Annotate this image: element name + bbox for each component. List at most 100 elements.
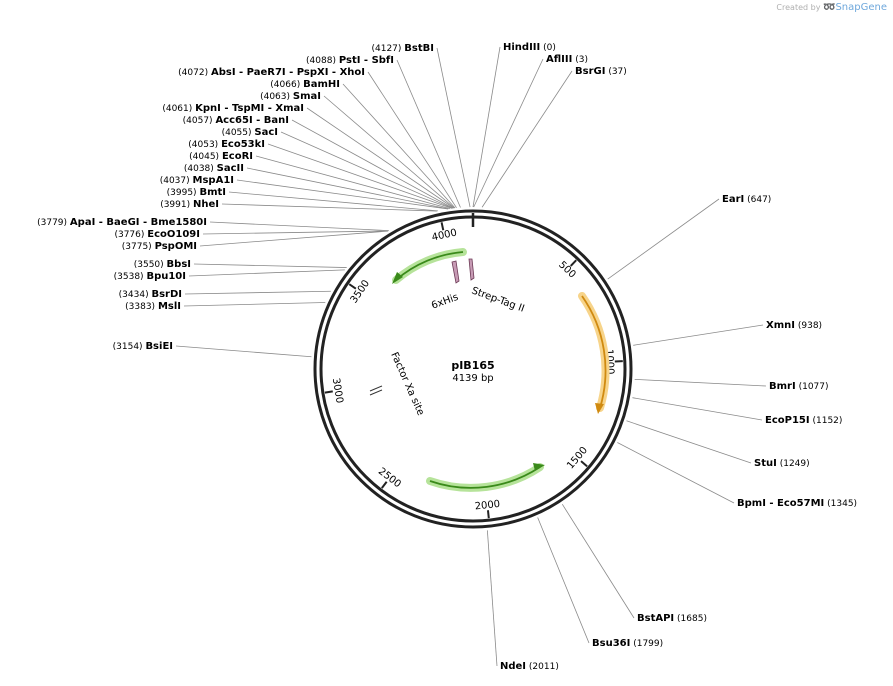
tick-label-1500: 1500 bbox=[565, 445, 590, 472]
site-label-bamhi: (4066) BamHI bbox=[270, 79, 340, 90]
site-line-stui bbox=[626, 420, 752, 464]
site-position: (3776) bbox=[114, 230, 144, 240]
site-name-eari: EarI bbox=[722, 194, 744, 205]
plasmid-name: pIB165 bbox=[451, 359, 494, 372]
site-name-xhoi: - XhoI bbox=[328, 67, 365, 78]
site-line-bstbi bbox=[436, 47, 471, 208]
snapgene-watermark: Created by ➿SnapGene bbox=[776, 2, 887, 13]
site-position: (4127) bbox=[371, 44, 401, 54]
tick-label-2000: 2000 bbox=[474, 499, 500, 513]
site-name-psti: PstI bbox=[339, 55, 361, 66]
site-line-bpmi bbox=[617, 442, 735, 504]
feature-label-6xhis: 6xHis bbox=[430, 292, 460, 312]
site-position: (4038) bbox=[184, 164, 214, 174]
site-position: (3434) bbox=[119, 290, 149, 300]
feature-6xhis-glyph bbox=[451, 260, 460, 284]
site-position: (1685) bbox=[677, 614, 707, 624]
site-label-pspomi: (3775) PspOMI bbox=[122, 241, 197, 252]
arrow-feature-right bbox=[578, 292, 610, 412]
site-label-xmni: XmnI (938) bbox=[766, 320, 822, 331]
site-label-msli: (3383) MslI bbox=[125, 301, 181, 312]
site-label-ecori: (4045) EcoRI bbox=[189, 151, 253, 162]
site-label-bstapi: BstAPI (1685) bbox=[637, 613, 707, 624]
site-line-bsrdi bbox=[184, 290, 331, 295]
site-position: (4088) bbox=[306, 56, 336, 66]
site-position: (938) bbox=[798, 321, 822, 331]
site-name-ndei: NdeI bbox=[500, 661, 526, 672]
site-name-bbsi: BbsI bbox=[167, 259, 191, 270]
feature-label-strep-tag: Strep-Tag II bbox=[470, 285, 526, 314]
site-position: (4057) bbox=[183, 116, 213, 126]
tick-label-2500: 2500 bbox=[376, 466, 403, 490]
site-position: (4055) bbox=[222, 128, 252, 138]
site-name-hindiii: HindIII bbox=[503, 42, 540, 53]
site-name-ecoo109i: EcoO109I bbox=[147, 229, 200, 240]
site-position: (3550) bbox=[134, 260, 164, 270]
tick-label-3000: 3000 bbox=[330, 377, 345, 404]
site-line-bsiei bbox=[175, 345, 312, 358]
site-label-hindiii: HindIII (0) bbox=[503, 42, 556, 53]
site-line-bmti bbox=[228, 191, 438, 212]
site-name-acc65i: Acc65I bbox=[215, 115, 252, 126]
site-name-kpni: KpnI bbox=[195, 103, 221, 114]
site-position: (3538) bbox=[114, 272, 144, 282]
site-position: (1799) bbox=[633, 639, 663, 649]
tick-mark-2500 bbox=[381, 481, 388, 489]
site-line-bamhi bbox=[342, 83, 456, 209]
tick-mark-1500 bbox=[580, 460, 588, 468]
site-name-sbfi: - SbfI bbox=[360, 55, 394, 66]
site-name-afliii: AflIII bbox=[546, 54, 572, 65]
site-line-ndei bbox=[486, 530, 498, 667]
site-position: (1077) bbox=[799, 382, 829, 392]
site-line-bstapi bbox=[561, 503, 635, 619]
tick-label-3500: 3500 bbox=[349, 278, 372, 305]
site-line-hindiii bbox=[472, 46, 501, 208]
site-line-bsrgi bbox=[481, 70, 573, 208]
site-label-afliii: AflIII (3) bbox=[546, 54, 588, 65]
site-name-bsiei: BsiEI bbox=[145, 341, 173, 352]
factor-xa-mark-2 bbox=[369, 389, 383, 396]
factor-xa-mark-1 bbox=[369, 385, 383, 392]
site-position: (4045) bbox=[189, 152, 219, 162]
tick-mark-2000 bbox=[486, 510, 490, 519]
site-label-bmti: (3995) BmtI bbox=[167, 187, 226, 198]
site-name-saci: SacI bbox=[254, 127, 278, 138]
snapgene-logo-icon: ➿ bbox=[822, 2, 836, 13]
site-name-bani: - BanI bbox=[253, 115, 289, 126]
site-label-psti: (4088) PstI - SbfI bbox=[306, 55, 394, 66]
site-label-ecop15i: EcoP15I (1152) bbox=[765, 415, 842, 426]
site-line-ecoo109i bbox=[202, 230, 389, 235]
site-name-tspmi: - TspMI bbox=[221, 103, 264, 114]
arrow-feature-right-head bbox=[595, 403, 604, 414]
site-line-absi bbox=[367, 71, 457, 209]
site-name-ecori: EcoRI bbox=[222, 151, 253, 162]
brand-name: SnapGene bbox=[835, 2, 887, 13]
brand-prefix: Created by bbox=[776, 3, 821, 12]
site-name-apai: ApaI bbox=[70, 217, 95, 228]
site-position: (3154) bbox=[113, 342, 143, 352]
site-position: (4066) bbox=[270, 80, 300, 90]
site-label-sacii: (4038) SacII bbox=[184, 163, 244, 174]
site-name-smai: SmaI bbox=[293, 91, 321, 102]
site-labels: HindIII (0)AflIII (3)BsrGI (37)EarI (647… bbox=[37, 42, 857, 672]
tick-mark-500 bbox=[570, 259, 577, 267]
site-line-psti bbox=[396, 59, 461, 208]
site-name-eco57mi: - Eco57MI bbox=[766, 498, 824, 509]
site-line-mspa1i bbox=[236, 179, 449, 210]
site-line-msli bbox=[183, 302, 326, 307]
arrow-feature-bottom-line bbox=[429, 466, 541, 489]
site-line-bbsi bbox=[193, 263, 347, 268]
site-name-paer7i: - PaeR7I bbox=[236, 67, 286, 78]
site-name-xmai: - XmaI bbox=[264, 103, 304, 114]
feature-strep-tag-glyph bbox=[468, 258, 475, 281]
tick-mark-3500 bbox=[348, 283, 357, 290]
site-position: (1345) bbox=[827, 499, 857, 509]
site-line-eari bbox=[607, 198, 720, 280]
arrow-feature-bottom-head bbox=[533, 463, 545, 471]
site-line-bpu10i bbox=[188, 269, 345, 277]
site-line-nhei bbox=[221, 203, 437, 212]
site-name-bme1580i: - Bme1580I bbox=[140, 217, 208, 228]
site-label-mspa1i: (4037) MspA1I bbox=[160, 175, 234, 186]
site-position: (3383) bbox=[125, 302, 155, 312]
